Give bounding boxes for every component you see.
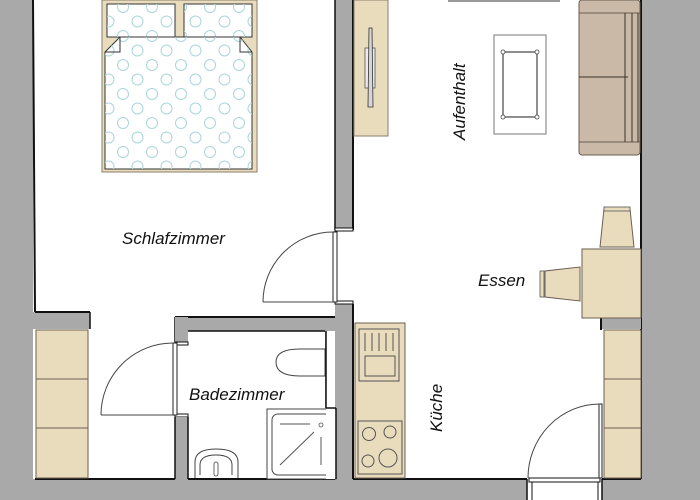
room-label-bathroom: Badezimmer: [189, 385, 285, 404]
kitchen-counter: [354, 322, 406, 479]
tv-cabinet: [353, 0, 389, 137]
window-sill: [448, 0, 560, 2]
double-bed: [101, 0, 258, 173]
sink: [194, 448, 239, 478]
dining-table: [539, 206, 642, 319]
coffee-table: [493, 34, 547, 135]
room-label-dining: Essen: [478, 271, 526, 290]
toilet: [275, 348, 326, 377]
door-entrance[interactable]: [527, 403, 603, 479]
room-label-living: Aufenthalt: [450, 63, 469, 140]
sofa: [578, 0, 641, 156]
room-label-kitchen: Küche: [427, 383, 446, 432]
bath-wall-gap: [326, 331, 335, 479]
door-bathroom[interactable]: [100, 342, 178, 416]
wardrobe-entrance: [603, 329, 642, 479]
shower: [266, 408, 337, 480]
wardrobe-bedroom: [35, 329, 89, 479]
room-label-bedroom: Schlafzimmer: [122, 229, 225, 248]
door-bedroom[interactable]: [262, 231, 338, 303]
